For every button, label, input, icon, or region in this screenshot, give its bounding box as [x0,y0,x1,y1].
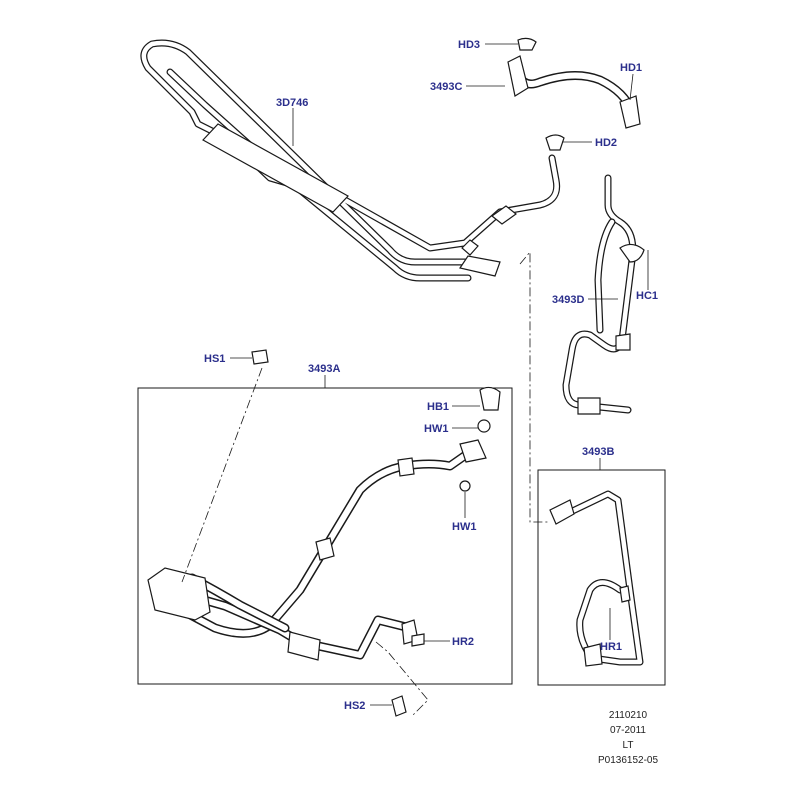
callout-3493d: 3493D [552,294,584,306]
callout-hd2: HD2 [595,137,617,149]
connection-line-hs1 [181,367,263,583]
footer-region: LT [623,740,634,751]
pipe-3493d [562,174,645,415]
callout-3493a: 3493A [308,363,340,375]
callout-3d746: 3D746 [276,97,308,109]
callout-hw1-bottom: HW1 [452,521,476,533]
callout-hs2: HS2 [344,700,365,712]
cooler-pipe-3d746 [140,39,565,282]
callout-hd3: HD3 [458,39,480,51]
callout-hs1: HS1 [204,353,225,365]
callout-hr1: HR1 [600,641,622,653]
assembly-box-3493b [537,469,666,686]
hose-3493c [507,37,641,129]
leader-lines [230,43,649,706]
connection-line-hs2 [375,641,429,717]
callout-3493b: 3493B [582,446,614,458]
callout-hc1: HC1 [636,290,658,302]
pipe-assembly-3493b [549,490,644,667]
footer-ref: P0136152-05 [598,755,658,766]
callout-hw1-top: HW1 [424,423,448,435]
footer-date: 07-2011 [610,725,646,736]
callout-hr2: HR2 [452,636,474,648]
callout-hd1: HD1 [620,62,642,74]
footer-code: 2110210 [609,710,648,721]
callout-hb1: HB1 [427,401,449,413]
hose-assembly-3493a [147,349,501,717]
connection-line-3493b [519,250,548,523]
callout-3493c: 3493C [430,81,462,93]
